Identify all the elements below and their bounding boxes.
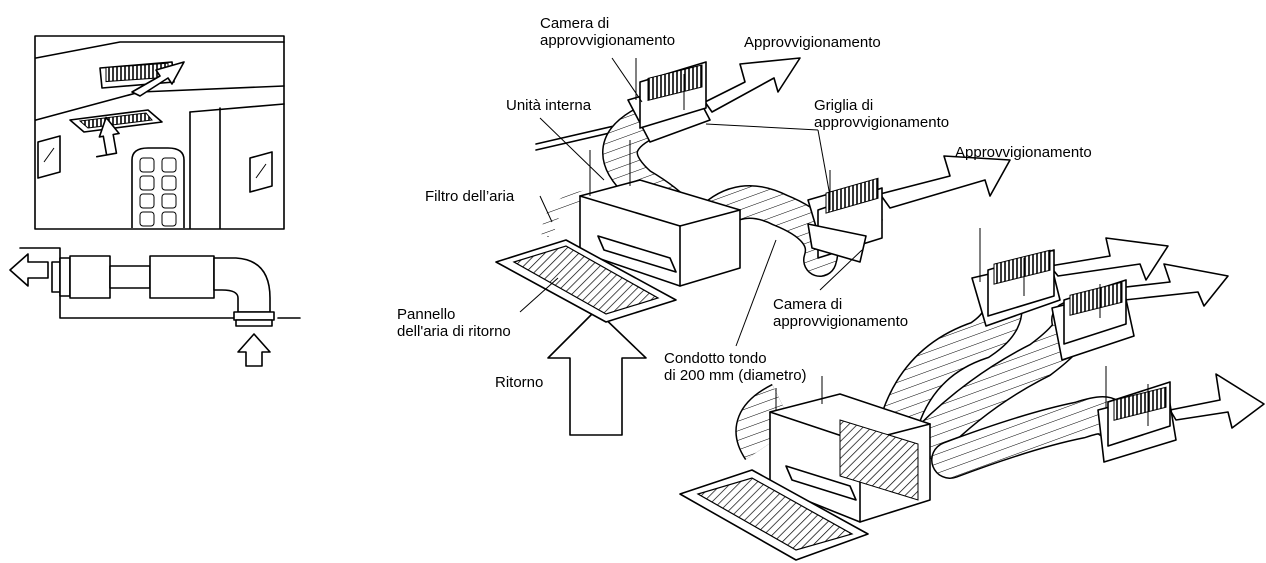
room-inset <box>34 35 285 230</box>
supply-label-1: Approvvigionamento <box>744 34 881 51</box>
air-filter-label: Filtro dell’aria <box>425 188 515 205</box>
supply-chamber-label-top: Camera di approvvigionamento <box>540 15 676 49</box>
return-arrow <box>547 309 647 436</box>
indoor-unit-label: Unità interna <box>506 97 592 114</box>
round-duct-label: Condotto tondo di 200 mm (diametro) <box>664 350 807 384</box>
supply-arrow-1 <box>704 57 801 113</box>
section-schematic <box>9 247 301 367</box>
supply-grille-label: Griglia di approvvigionamento <box>814 97 950 131</box>
return-label: Ritorno <box>495 374 544 391</box>
supply-chamber-label-mid: Camera di approvvigionamento <box>773 296 909 330</box>
return-panel-label: Pannello dell'aria di ritorno <box>397 306 511 340</box>
supply-arrow-2 <box>879 155 1011 209</box>
supply-label-2: Approvvigionamento <box>955 144 1092 161</box>
main-illustration <box>495 57 1265 561</box>
